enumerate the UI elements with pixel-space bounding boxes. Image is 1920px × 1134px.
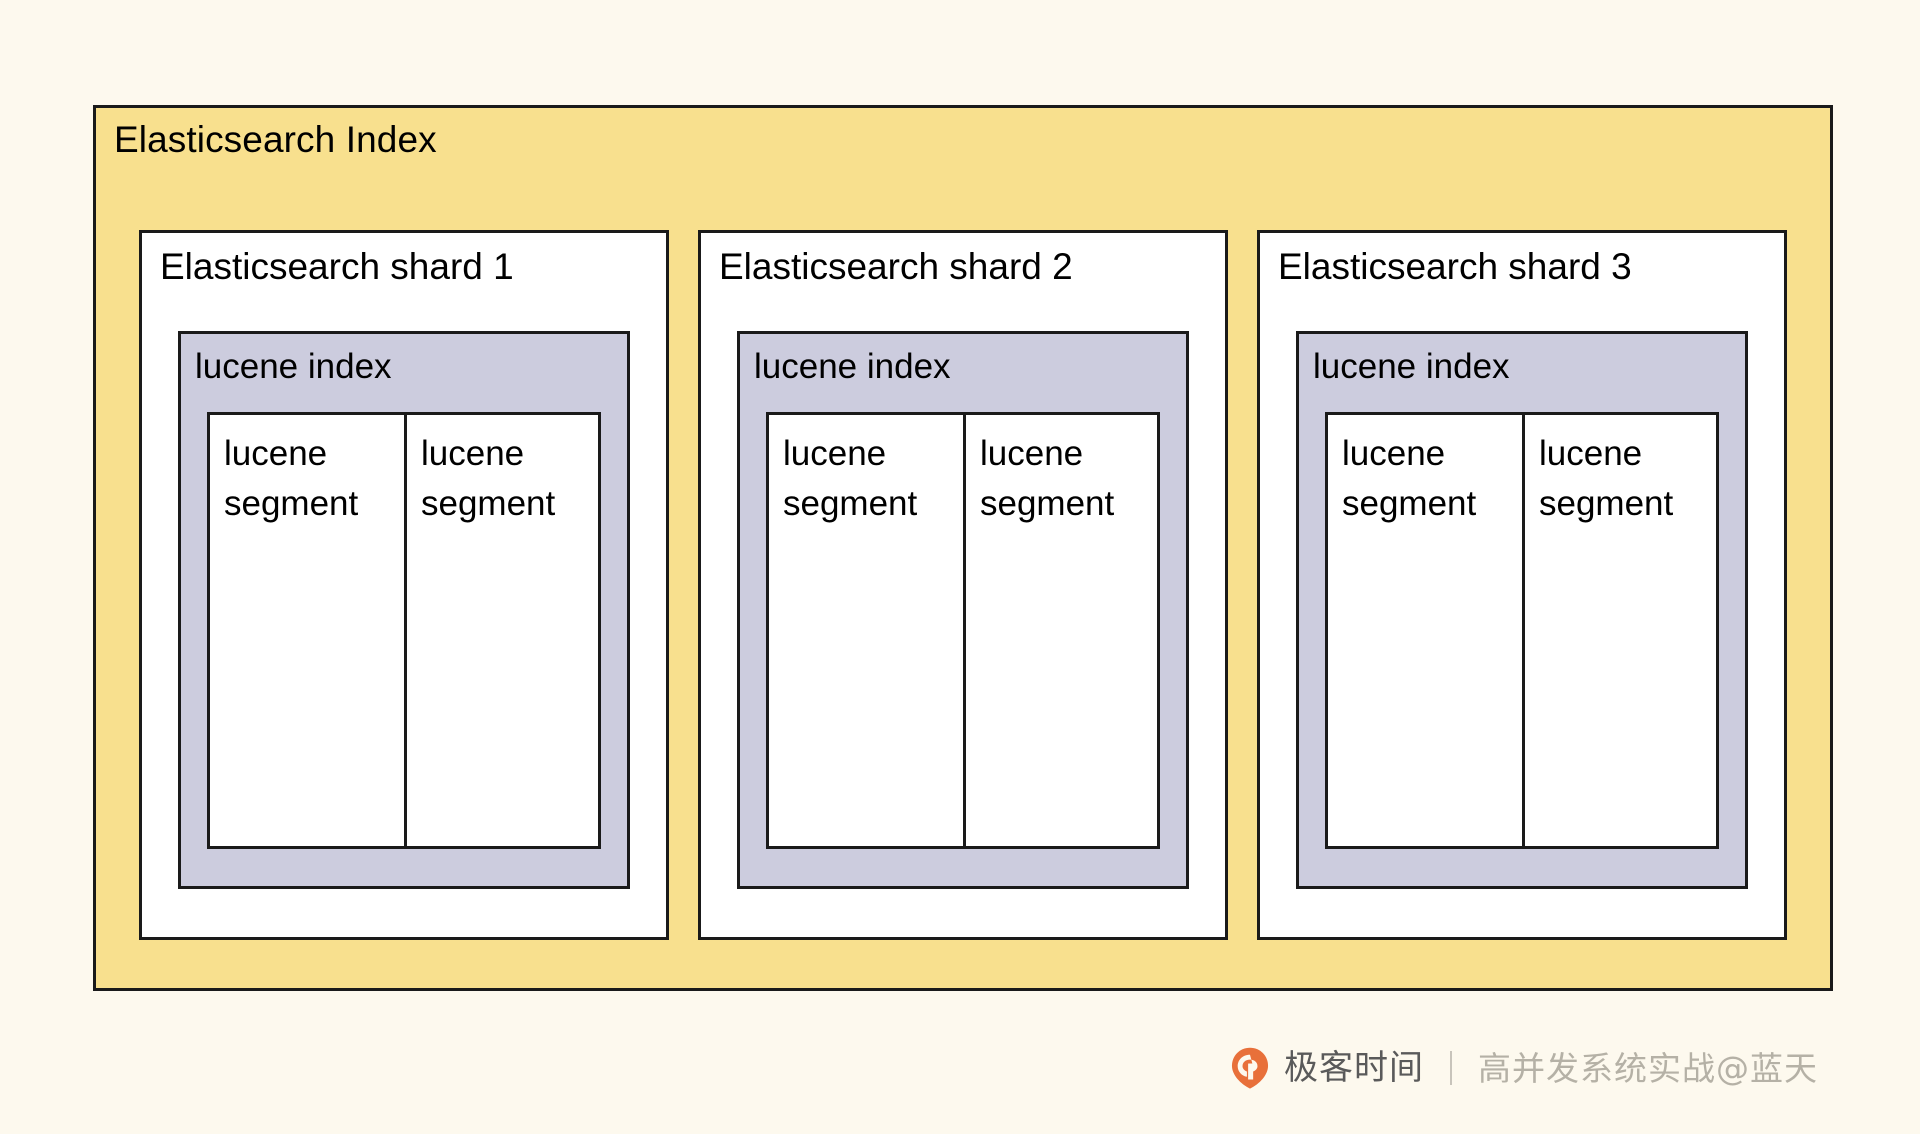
watermark-divider [1450,1051,1452,1085]
lucene-segment-label: lucene segment [421,434,556,523]
lucene-index-3: lucene index lucene segment lucene segme… [1296,331,1748,889]
elasticsearch-shard-1: Elasticsearch shard 1 lucene index lucen… [139,230,669,940]
lucene-index-1: lucene index lucene segment lucene segme… [178,331,630,889]
lucene-index-title: lucene index [1313,347,1510,386]
lucene-segment: lucene segment [769,415,963,846]
watermark: 极客时间 高并发系统实战@蓝天 [1228,1046,1818,1090]
shard-title: Elasticsearch shard 2 [719,246,1073,287]
lucene-segment-label: lucene segment [224,434,359,523]
lucene-segment-row: lucene segment lucene segment [766,412,1160,849]
lucene-segment: lucene segment [404,415,598,846]
shard-title: Elasticsearch shard 1 [160,246,514,287]
lucene-segment-row: lucene segment lucene segment [207,412,601,849]
geekbang-logo-icon [1231,1047,1269,1089]
lucene-segment: lucene segment [210,415,404,846]
elasticsearch-index-container: Elasticsearch Index Elasticsearch shard … [93,105,1833,991]
lucene-index-title: lucene index [754,347,951,386]
lucene-segment: lucene segment [1328,415,1522,846]
shard-row: Elasticsearch shard 1 lucene index lucen… [139,230,1787,940]
lucene-segment-label: lucene segment [1342,434,1477,523]
lucene-segment: lucene segment [963,415,1157,846]
lucene-segment-label: lucene segment [980,434,1115,523]
lucene-index-title: lucene index [195,347,392,386]
shard-title: Elasticsearch shard 3 [1278,246,1632,287]
elasticsearch-index-title: Elasticsearch Index [114,119,437,160]
lucene-segment: lucene segment [1522,415,1716,846]
elasticsearch-shard-2: Elasticsearch shard 2 lucene index lucen… [698,230,1228,940]
lucene-segment-label: lucene segment [1539,434,1674,523]
lucene-index-2: lucene index lucene segment lucene segme… [737,331,1189,889]
watermark-subtitle: 高并发系统实战@蓝天 [1478,1048,1818,1088]
lucene-segment-label: lucene segment [783,434,918,523]
elasticsearch-shard-3: Elasticsearch shard 3 lucene index lucen… [1257,230,1787,940]
watermark-brand: 极客时间 [1284,1048,1424,1088]
lucene-segment-row: lucene segment lucene segment [1325,412,1719,849]
